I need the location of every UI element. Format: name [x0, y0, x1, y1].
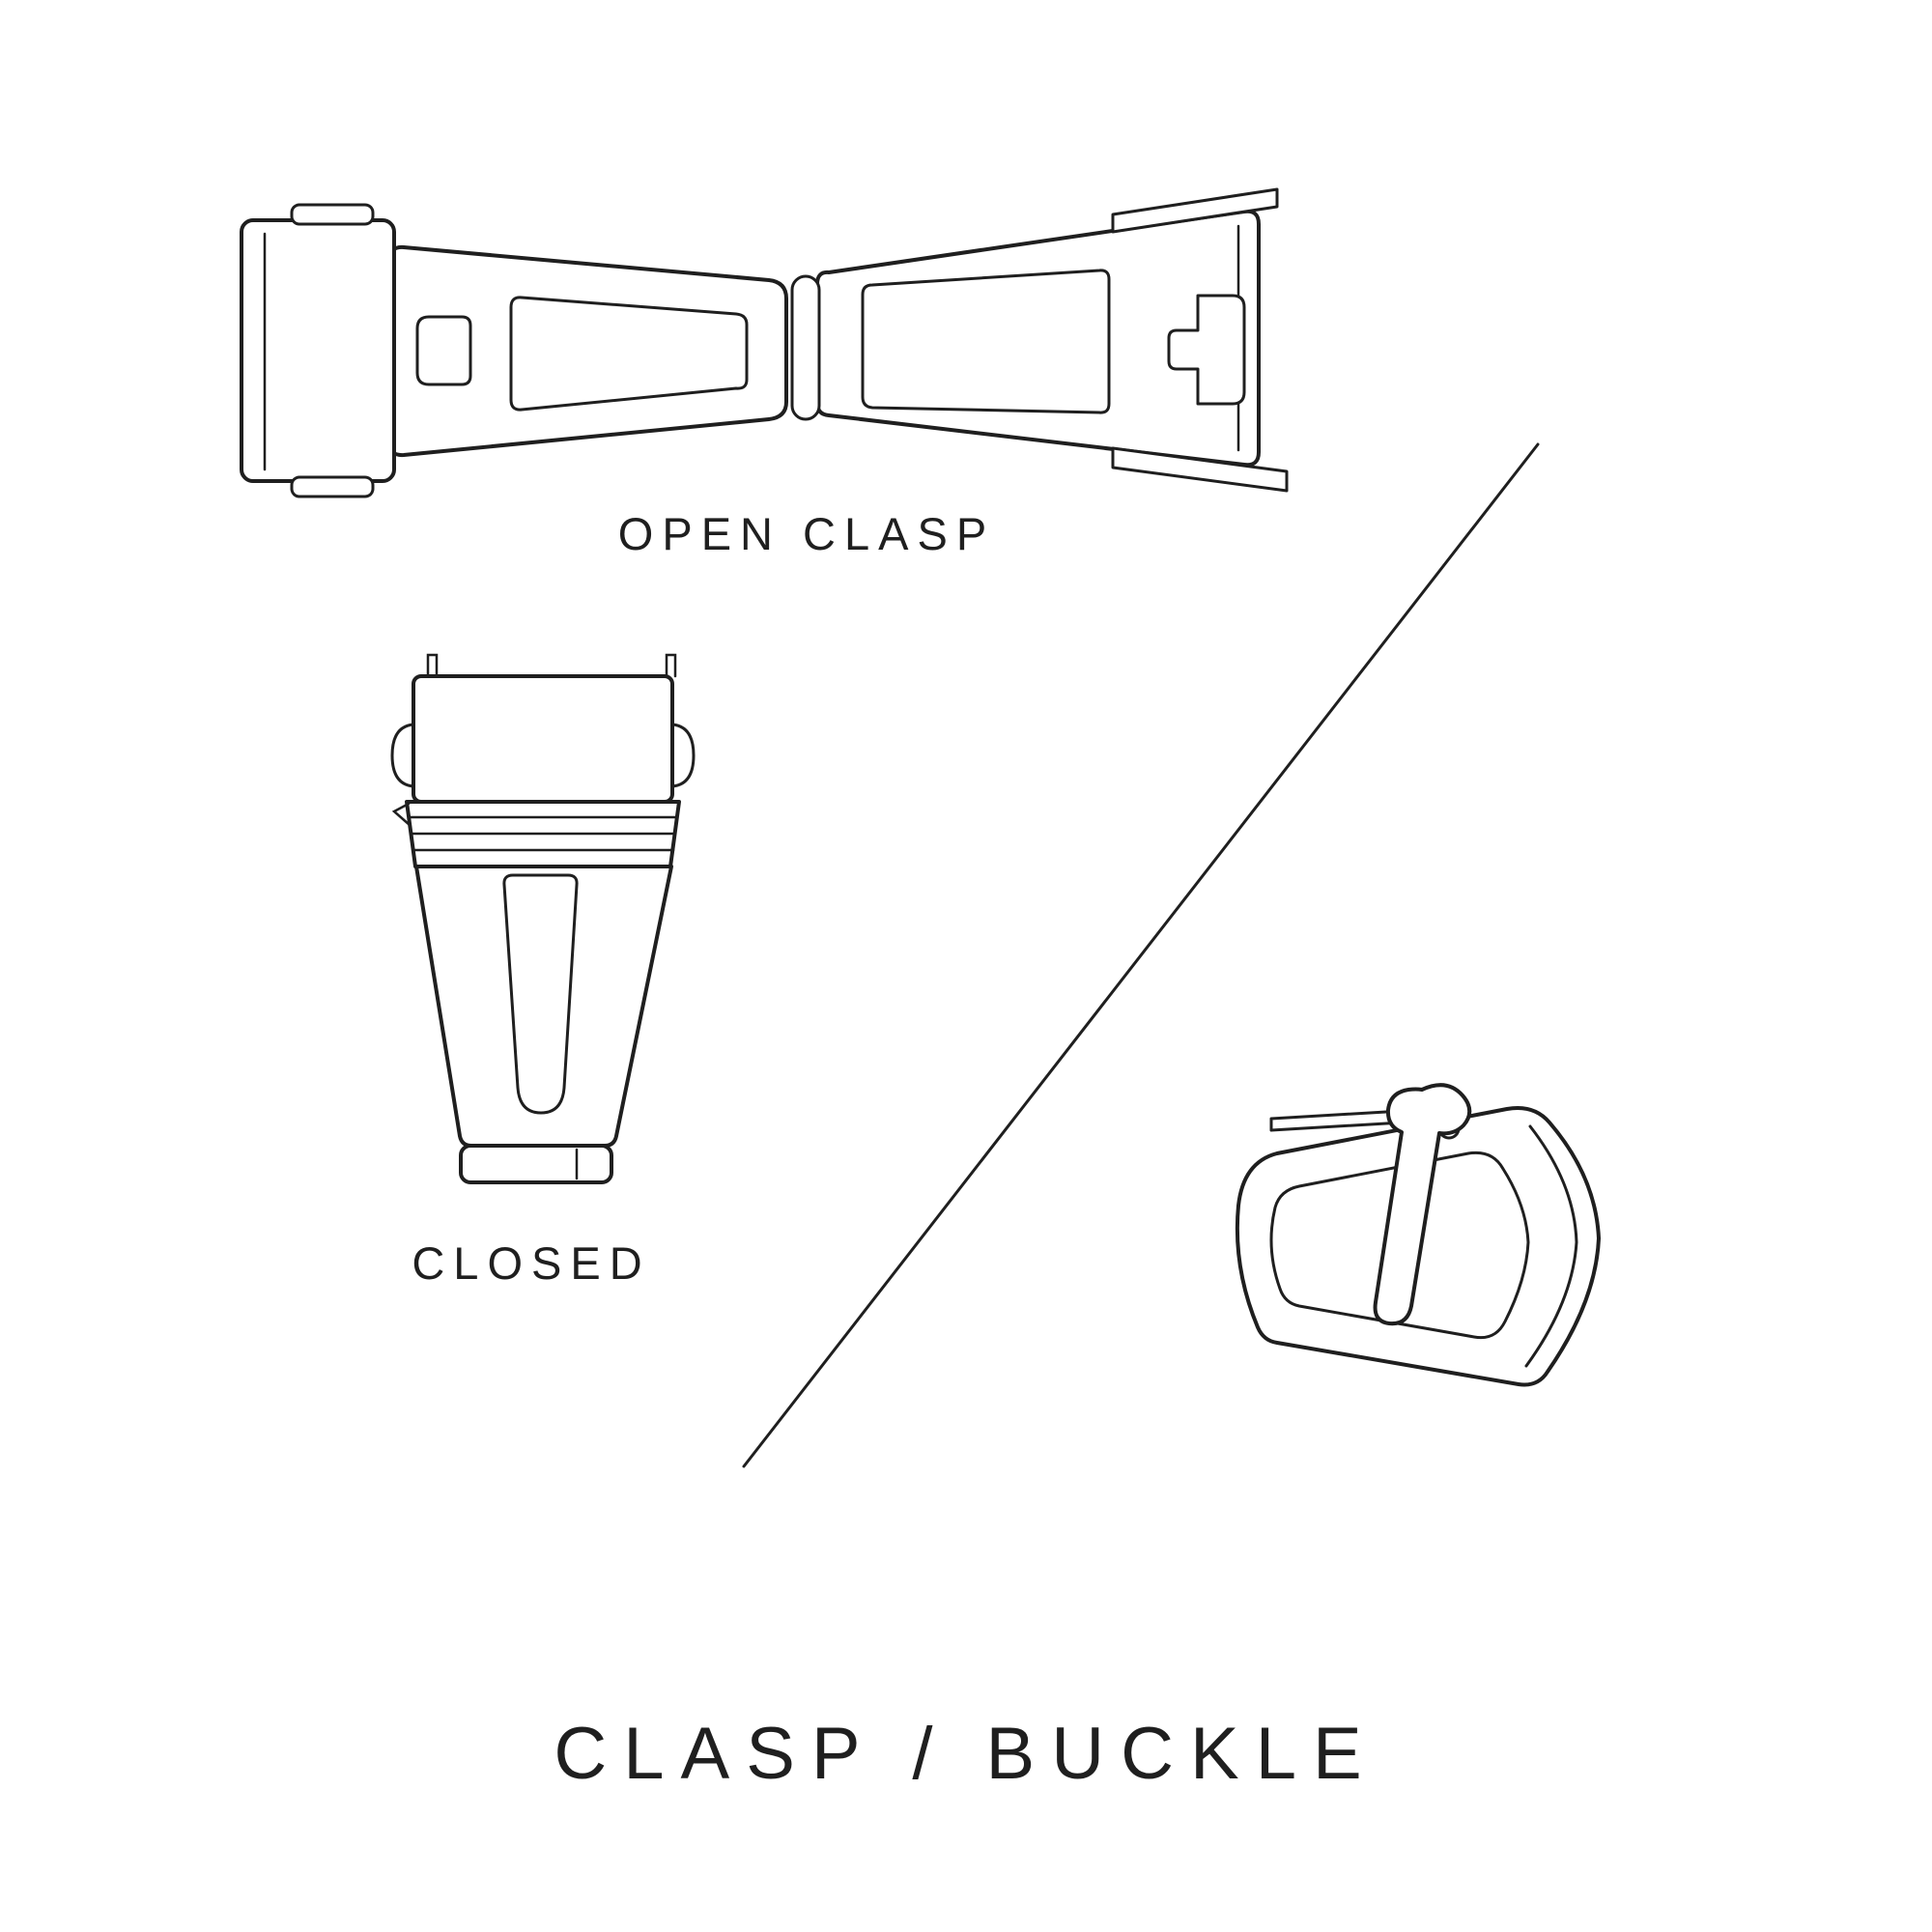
closed-clasp-label: CLOSED — [412, 1237, 651, 1289]
diagonal-divider-line — [742, 442, 1540, 1468]
closed-clasp-icon — [390, 653, 696, 1184]
page-title: CLASP / BUCKLE — [554, 1713, 1378, 1795]
tang-buckle-icon — [1235, 1083, 1601, 1387]
open-clasp-icon — [240, 187, 1289, 498]
open-clasp-label: OPEN CLASP — [617, 508, 996, 559]
